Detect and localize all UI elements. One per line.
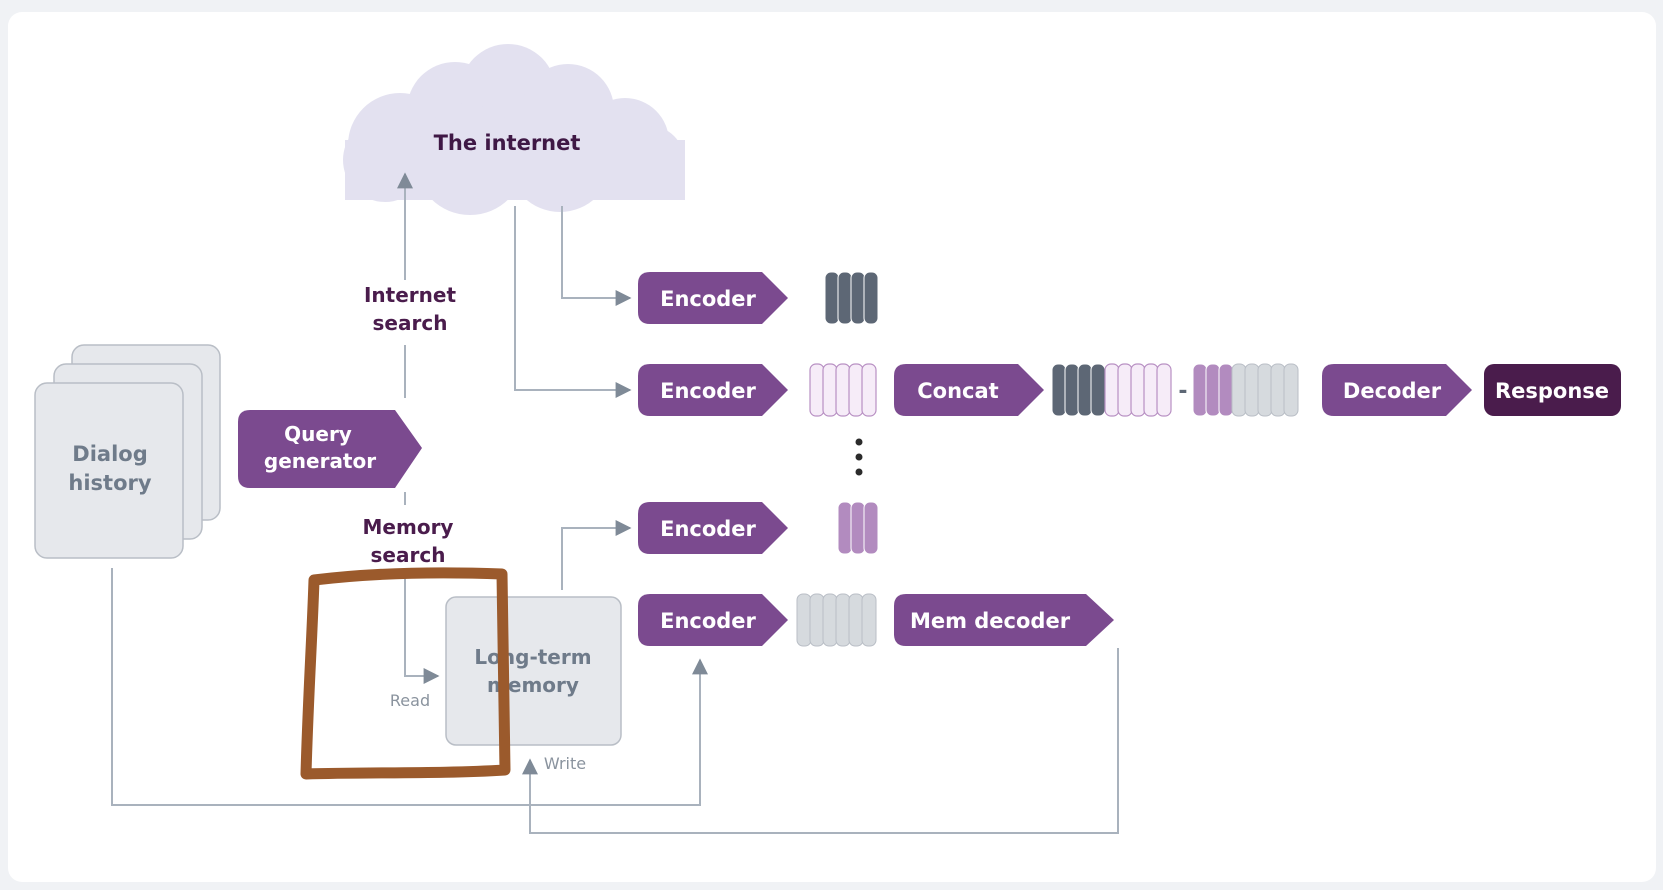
encoder-4: Encoder: [638, 594, 788, 646]
cloud-to-encoder-2-arrow: [514, 206, 632, 398]
token-group-4: [796, 593, 877, 647]
internet-cloud-label: The internet: [434, 131, 581, 155]
encoder-1-label: Encoder: [660, 287, 756, 311]
internet-search-label-line1: Internet: [364, 283, 456, 307]
mem-decoder-block: Mem decoder: [894, 594, 1114, 646]
internet-search-label-line2: search: [373, 311, 448, 335]
long-term-memory-label-line1: Long-term: [474, 645, 591, 669]
response-label: Response: [1495, 379, 1609, 403]
encoder-2: Encoder: [638, 364, 788, 416]
concat-separator: -: [1178, 379, 1187, 404]
dialog-history-stack: Dialog history: [34, 344, 221, 559]
annotation-highlight-box: [300, 567, 511, 780]
mem-decoder-write-arrow: [522, 648, 1119, 834]
memory-to-encoder-3-arrow: [561, 520, 632, 590]
concat-tokens: [1051, 363, 1172, 417]
ellipsis-dots: [855, 438, 863, 476]
dialog-history-label-line1: Dialog: [72, 442, 147, 466]
dialog-history-label-line2: history: [68, 471, 151, 495]
memory-search-label-line1: Memory: [363, 515, 454, 539]
dialog-history-card: [34, 382, 184, 559]
dialog-to-encoder-4-arrow: [111, 568, 708, 806]
query-generator-label-line2: generator: [264, 449, 376, 473]
token-group-3: [837, 501, 879, 555]
query-generator-block: Query generator: [238, 410, 422, 488]
connectors: [111, 172, 1119, 834]
cloud-to-encoder-1-arrow: [561, 206, 632, 306]
encoder-3: Encoder: [638, 502, 788, 554]
response-block: Response: [1484, 364, 1621, 416]
decoder-label: Decoder: [1343, 379, 1442, 403]
encoder-2-label: Encoder: [660, 379, 756, 403]
concat-tokens-mem: [1192, 363, 1299, 417]
mem-decoder-label: Mem decoder: [910, 609, 1071, 633]
memory-search-label-line2: search: [371, 543, 446, 567]
memory-read-arrow: [404, 568, 440, 684]
query-generator-label-line1: Query: [284, 422, 352, 446]
write-label: Write: [544, 754, 586, 773]
token-group-2: [809, 363, 877, 417]
concat-block: Concat: [894, 364, 1044, 416]
encoder-3-label: Encoder: [660, 517, 756, 541]
decoder-block: Decoder: [1322, 364, 1472, 416]
encoder-4-label: Encoder: [660, 609, 756, 633]
diagram-panel: [8, 12, 1656, 882]
concat-label: Concat: [917, 379, 998, 403]
read-label: Read: [390, 691, 430, 710]
token-group-1: [824, 271, 879, 325]
long-term-memory-block: Long-term memory: [445, 596, 622, 746]
internet-cloud: The internet: [343, 44, 685, 215]
encoder-1: Encoder: [638, 272, 788, 324]
